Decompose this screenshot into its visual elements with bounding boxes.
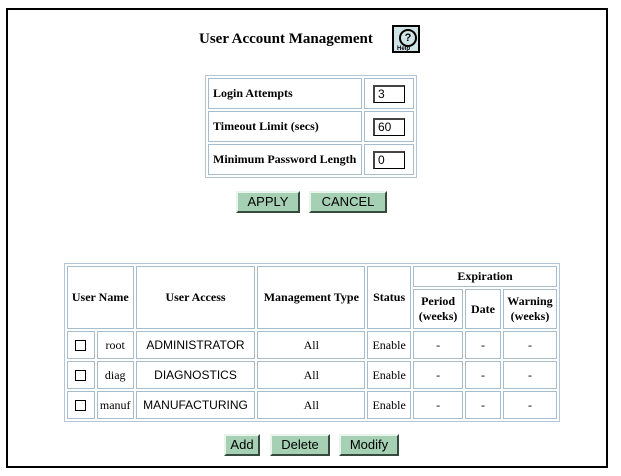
period-cell: - bbox=[413, 391, 464, 419]
page-title: User Account Management bbox=[199, 31, 373, 47]
user-name-cell: root bbox=[96, 331, 134, 359]
date-cell: - bbox=[465, 361, 501, 389]
management-type-cell: All bbox=[257, 331, 366, 359]
management-type-cell: All bbox=[257, 361, 366, 389]
user-access-cell: MANUFACTURING bbox=[135, 391, 256, 419]
settings-table: Login Attempts Timeout Limit (secs) Mini… bbox=[205, 75, 417, 178]
col-header-expiration: Expiration bbox=[413, 266, 557, 287]
col-header-user-name: User Name bbox=[67, 266, 134, 329]
status-cell: Enable bbox=[367, 391, 412, 419]
settings-row: Minimum Password Length bbox=[208, 144, 414, 175]
timeout-limit-input[interactable] bbox=[373, 117, 405, 136]
user-name-cell: diag bbox=[96, 361, 134, 389]
user-access-cell: DIAGNOSTICS bbox=[135, 361, 256, 389]
user-name-cell: manuf bbox=[96, 391, 134, 419]
warning-cell: - bbox=[502, 331, 557, 359]
period-cell: - bbox=[413, 331, 464, 359]
header-row: User Name User Access Management Type St… bbox=[67, 266, 557, 329]
row-select-checkbox[interactable] bbox=[75, 370, 87, 382]
help-icon: ? bbox=[399, 29, 417, 47]
apply-button[interactable]: APPLY bbox=[236, 191, 300, 213]
warning-cell: - bbox=[502, 391, 557, 419]
row-select-checkbox[interactable] bbox=[75, 400, 87, 412]
users-table: User Name User Access Management Type St… bbox=[64, 263, 560, 422]
settings-row: Timeout Limit (secs) bbox=[208, 111, 414, 142]
col-header-date: Date bbox=[465, 289, 501, 329]
header-row: Period (weeks) Date Warning (weeks) bbox=[67, 289, 557, 329]
col-header-warning: Warning (weeks) bbox=[502, 289, 557, 329]
user-access-cell: ADMINISTRATOR bbox=[135, 331, 256, 359]
col-header-user-access: User Access bbox=[135, 266, 256, 329]
min-password-length-label: Minimum Password Length bbox=[208, 144, 362, 175]
add-button[interactable]: Add bbox=[224, 434, 260, 456]
help-button[interactable]: ? Help bbox=[392, 25, 420, 53]
modify-button[interactable]: Modify bbox=[339, 434, 399, 456]
min-password-length-input[interactable] bbox=[373, 150, 405, 169]
delete-button[interactable]: Delete bbox=[270, 434, 330, 456]
settings-row: Login Attempts bbox=[208, 78, 414, 109]
table-row[interactable]: root ADMINISTRATOR All Enable - - - bbox=[67, 331, 557, 359]
table-row[interactable]: manuf MANUFACTURING All Enable - - - bbox=[67, 391, 557, 419]
date-cell: - bbox=[465, 391, 501, 419]
date-cell: - bbox=[465, 331, 501, 359]
management-type-cell: All bbox=[257, 391, 366, 419]
table-row[interactable]: diag DIAGNOSTICS All Enable - - - bbox=[67, 361, 557, 389]
cancel-button[interactable]: CANCEL bbox=[309, 191, 387, 213]
row-select-checkbox[interactable] bbox=[75, 340, 87, 352]
period-cell: - bbox=[413, 361, 464, 389]
help-label: Help bbox=[397, 46, 411, 52]
status-cell: Enable bbox=[367, 361, 412, 389]
warning-cell: - bbox=[502, 361, 557, 389]
col-header-management-type: Management Type bbox=[257, 266, 366, 329]
timeout-limit-label: Timeout Limit (secs) bbox=[208, 111, 362, 142]
status-cell: Enable bbox=[367, 331, 412, 359]
col-header-period: Period (weeks) bbox=[413, 289, 464, 329]
login-attempts-input[interactable] bbox=[373, 84, 405, 103]
login-attempts-label: Login Attempts bbox=[208, 78, 362, 109]
col-header-status: Status bbox=[367, 266, 412, 329]
